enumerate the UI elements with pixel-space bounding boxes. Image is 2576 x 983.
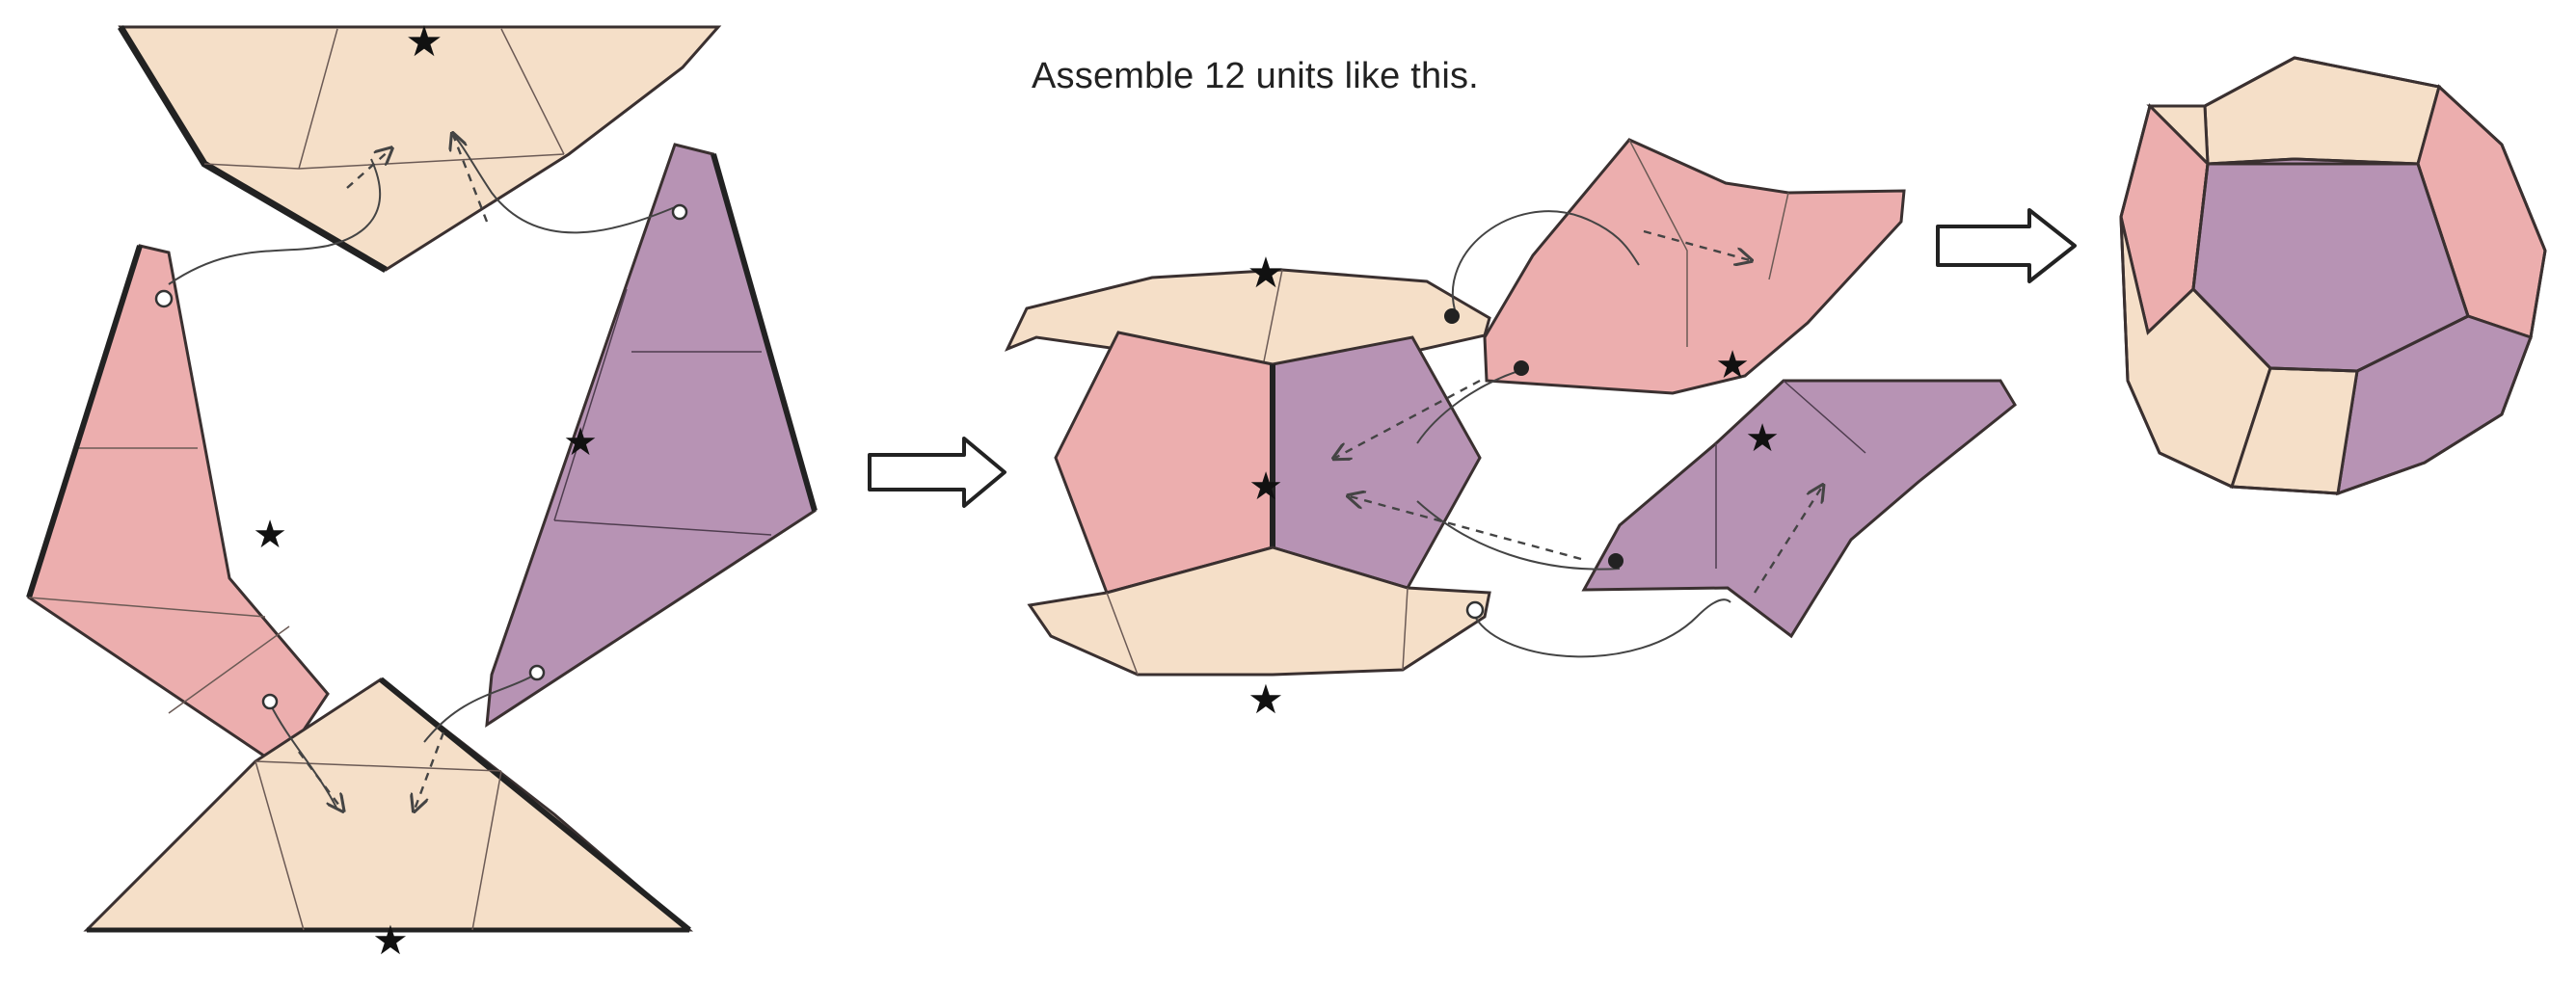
stage-two-assembly: ★ ★ ★ ★ ★ [1004,138,2017,723]
open-dot-icon [154,289,174,308]
stage-one-units: ★ ★ ★ ★ [26,17,818,964]
star-icon: ★ [1745,416,1780,461]
finished-dodecahedron [2119,56,2547,496]
stage-two-guide-lines [1416,210,1731,658]
open-dot-icon [1465,600,1485,620]
left-pink-unit [26,244,330,769]
filled-dot-icon [1608,553,1623,569]
hollow-right-arrow-icon [1936,208,2077,283]
stage-two-dashed-arrows [1335,229,1822,594]
open-dot-icon [261,693,279,710]
star-icon: ★ [563,420,598,465]
star-icon: ★ [372,917,409,964]
open-dot-icon [528,664,546,681]
star-icon: ★ [1247,249,1284,298]
star-icon: ★ [1248,676,1284,723]
instruction-caption: Assemble 12 units like this. [1032,56,1479,96]
star-icon: ★ [253,513,287,557]
hollow-right-arrow-icon [868,437,1006,508]
star-icon: ★ [405,17,443,66]
star-icon: ★ [1715,343,1750,387]
open-dot-icon [671,203,688,221]
filled-dot-icon [1444,308,1460,324]
filled-dot-icon [1514,360,1529,376]
top-cream-unit [118,25,722,274]
bottom-cream-unit [83,677,694,933]
right-purple-unit [485,143,818,728]
stage-one-dashed-arrows [298,135,489,810]
star-icon: ★ [1248,465,1283,509]
